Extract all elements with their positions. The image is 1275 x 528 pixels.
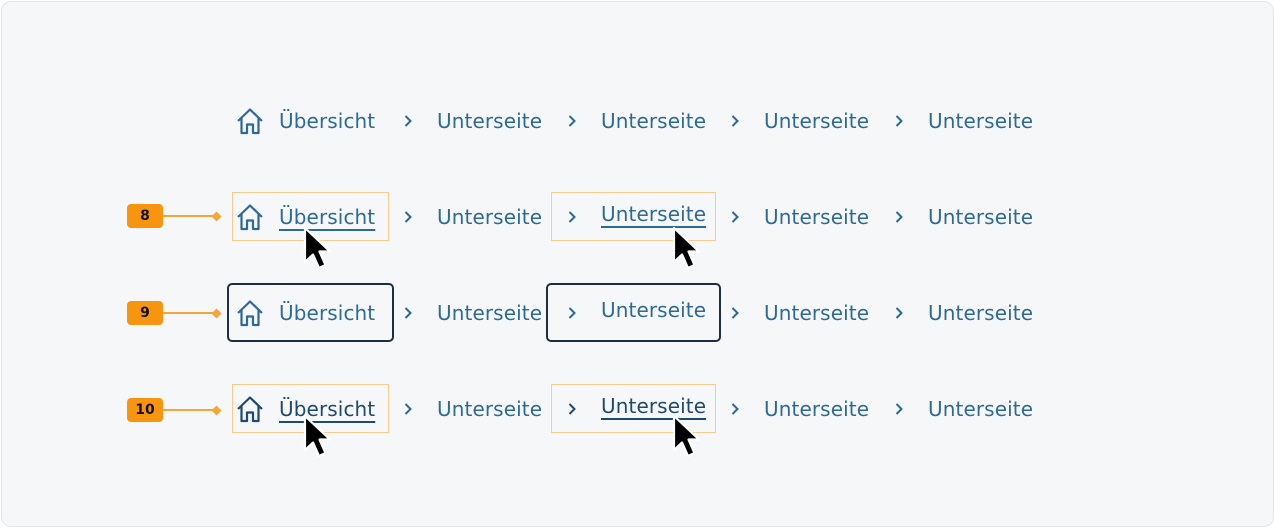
home-icon <box>235 298 265 328</box>
breadcrumb-item[interactable]: Unterseite <box>437 301 543 325</box>
breadcrumb-item-home[interactable]: Übersicht <box>235 288 375 338</box>
mouse-pointer-icon <box>672 414 701 458</box>
active-outline <box>551 384 716 433</box>
annotation-connector <box>163 409 216 411</box>
mouse-pointer-icon <box>672 226 701 270</box>
breadcrumb-item[interactable]: Unterseite <box>764 205 870 229</box>
breadcrumb-row-hover: 8 Übersicht Unterseite Unterseite Unters… <box>0 192 1275 270</box>
annotation-connector-dot <box>211 308 222 318</box>
annotation-connector-dot <box>211 211 222 221</box>
chevron-right-icon <box>565 384 579 434</box>
home-icon <box>235 106 265 136</box>
breadcrumb-item[interactable]: Unterseite <box>764 397 870 421</box>
annotation-badge: 9 <box>127 301 163 325</box>
annotation-connector-dot <box>211 405 222 415</box>
chevron-right-icon <box>401 96 415 146</box>
chevron-right-icon <box>728 96 742 146</box>
home-icon <box>235 394 265 424</box>
breadcrumb-item[interactable]: Unterseite <box>928 301 1034 325</box>
breadcrumb-item-home[interactable]: Übersicht <box>235 96 375 146</box>
breadcrumb-item[interactable]: Unterseite <box>437 397 543 421</box>
focus-ring <box>227 283 394 342</box>
breadcrumb-item[interactable]: Unterseite <box>601 298 707 322</box>
hover-outline <box>551 192 716 241</box>
chevron-right-icon <box>892 192 906 242</box>
breadcrumb-row-active: 10 Übersicht Unterseite Unterseite Unter… <box>0 384 1275 458</box>
chevron-right-icon <box>892 288 906 338</box>
focus-ring <box>546 283 721 342</box>
chevron-right-icon <box>892 384 906 434</box>
breadcrumb-row-default: Übersicht Unterseite Unterseite Untersei… <box>0 96 1275 146</box>
chevron-right-icon <box>892 96 906 146</box>
mouse-pointer-icon <box>303 226 332 270</box>
annotation-connector <box>163 215 216 217</box>
breadcrumb-item[interactable]: Unterseite <box>437 205 543 229</box>
annotation-badge: 10 <box>127 398 163 422</box>
breadcrumb-item[interactable]: Unterseite <box>928 397 1034 421</box>
breadcrumb-item[interactable]: Unterseite <box>437 109 543 133</box>
home-icon <box>235 202 265 232</box>
chevron-right-icon <box>401 192 415 242</box>
breadcrumb-item[interactable]: Unterseite <box>928 205 1034 229</box>
breadcrumb-row-focus: 9 Übersicht Unterseite Unterseite Unters… <box>0 283 1275 342</box>
breadcrumb-item[interactable]: Unterseite <box>764 109 870 133</box>
annotation-badge: 8 <box>127 204 163 228</box>
chevron-right-icon <box>565 96 579 146</box>
breadcrumb-item[interactable]: Unterseite <box>928 109 1034 133</box>
breadcrumb-item[interactable]: Unterseite <box>764 301 870 325</box>
chevron-right-icon <box>565 192 579 242</box>
chevron-right-icon <box>565 288 579 338</box>
chevron-right-icon <box>728 192 742 242</box>
breadcrumb-item[interactable]: Unterseite <box>601 394 707 418</box>
annotation-connector <box>163 312 216 314</box>
breadcrumb-item[interactable]: Unterseite <box>601 202 707 226</box>
chevron-right-icon <box>728 288 742 338</box>
mouse-pointer-icon <box>303 414 332 458</box>
breadcrumb-item[interactable]: Unterseite <box>601 109 707 133</box>
chevron-right-icon <box>401 384 415 434</box>
chevron-right-icon <box>728 384 742 434</box>
breadcrumb-item-home[interactable]: Übersicht <box>235 192 375 242</box>
breadcrumb-item-home[interactable]: Übersicht <box>235 384 375 434</box>
chevron-right-icon <box>401 288 415 338</box>
